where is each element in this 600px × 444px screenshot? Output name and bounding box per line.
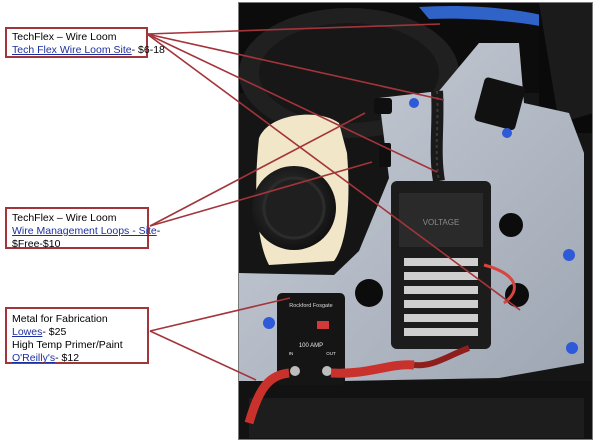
bolt-2 (566, 342, 578, 354)
techflex-wire-loom-site-link[interactable]: Tech Flex Wire Loom Site (12, 44, 132, 56)
callout-metal: Metal for Fabrication Lowes- $25 High Te… (5, 307, 149, 364)
red-cable-2 (330, 360, 415, 378)
callout-line-2: High Temp Primer/Paint (12, 339, 123, 351)
leader-line-7 (149, 297, 291, 332)
leader-line-4 (146, 33, 521, 311)
leader-line-1 (146, 23, 441, 35)
callout-price: $Free-$10 (12, 238, 61, 250)
leader-line-8 (149, 330, 257, 381)
callout-title: TechFlex – Wire Loom (12, 31, 117, 43)
engine-bay-photo: VOLTAGE Rockford Fosgate 100 AMP IN OUT (238, 2, 593, 440)
bolt-4 (409, 98, 419, 108)
leader-line-5 (149, 112, 366, 227)
wire-management-loops-site-link[interactable]: Wire Management Loops - Site (12, 225, 157, 237)
grommet-2 (505, 283, 529, 307)
leader-line-3 (146, 33, 438, 173)
red-wire (483, 263, 516, 305)
grommet-3 (355, 279, 383, 307)
callout-suffix: - (156, 225, 161, 237)
callout-title: Metal for Fabrication (12, 313, 108, 325)
blue-hose (419, 5, 569, 33)
red-cable-1 (244, 368, 290, 425)
breaker-brand: Rockford Fosgate (289, 303, 332, 309)
circuit-breaker (277, 293, 345, 385)
callout-techflex-loops: TechFlex – Wire Loom Wire Management Loo… (5, 207, 160, 250)
fuse-block-label: VOLTAGE (423, 218, 460, 227)
loop-clip-1 (374, 98, 392, 114)
bolt-5 (502, 128, 512, 138)
breaker-rating: 100 AMP (299, 343, 323, 349)
grommet-1 (499, 213, 523, 237)
breaker-in-label: IN (289, 351, 294, 356)
callout-price-1: - $25 (42, 326, 67, 338)
engine-bay-illustration: VOLTAGE Rockford Fosgate 100 AMP IN OUT (239, 3, 592, 439)
callout-price: - $6-18 (131, 44, 165, 56)
leader-line-2 (146, 33, 445, 101)
relay (474, 77, 526, 131)
oreillys-link[interactable]: O'Reilly's (12, 352, 56, 364)
bolt-3 (263, 317, 275, 329)
leader-line-6 (149, 161, 373, 227)
bolt-1 (563, 249, 575, 261)
callout-price-2: - $12 (55, 352, 80, 364)
lowes-link[interactable]: Lowes (12, 326, 43, 338)
callout-techflex-loom: TechFlex – Wire Loom Tech Flex Wire Loom… (5, 27, 165, 58)
callout-title: TechFlex – Wire Loom (12, 212, 117, 224)
wire-loom (430, 90, 445, 183)
breaker-out-label: OUT (326, 351, 336, 356)
breaker-reset-button (317, 321, 329, 329)
